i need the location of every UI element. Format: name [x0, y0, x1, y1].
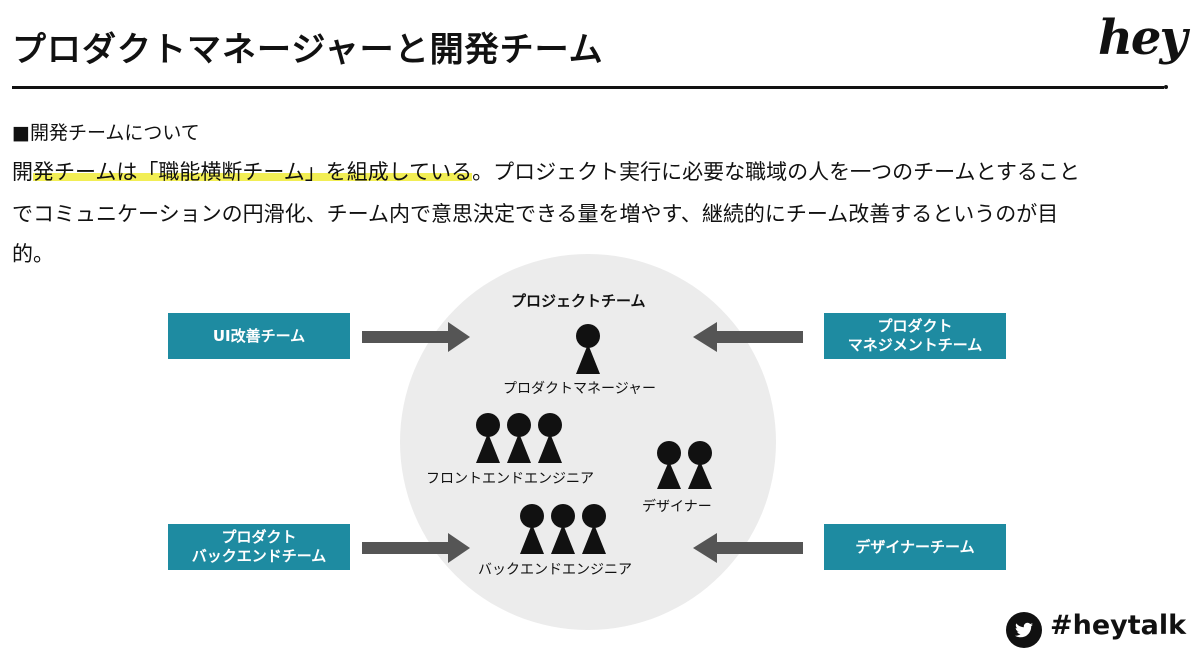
- pm-role-label: プロダクトマネージャー: [503, 381, 657, 397]
- backend-role-label: バックエンドエンジニア: [478, 562, 632, 578]
- slide-title: プロダクトマネージャーと開発チーム: [12, 30, 604, 70]
- designer-people-icon: [657, 441, 712, 489]
- frontend-people-icon: [476, 413, 562, 463]
- ui-team-label: UI改善チーム: [212, 326, 306, 345]
- pm-person-icon: [576, 324, 600, 374]
- frontend-role-label: フロントエンドエンジニア: [426, 471, 594, 487]
- arrow-right-icon: [362, 322, 470, 352]
- body-line-3: 的。: [12, 242, 54, 266]
- header-rule: [12, 86, 1164, 89]
- backend-team-label-line2: バックエンドチーム: [191, 547, 327, 565]
- pm-team-label-line2: マネジメントチーム: [847, 336, 983, 354]
- footer-hashtag: #heytalk: [1050, 610, 1187, 641]
- designer-team-label: デザイナーチーム: [855, 537, 975, 556]
- body-line-1: 開発チームは「職能横断チーム」を組成している。プロジェクト実行に必要な職域の人を…: [12, 156, 1080, 186]
- backend-people-icon: [520, 504, 606, 554]
- arrow-left-icon: [693, 322, 803, 352]
- pm-team-label-line1: プロダクト: [877, 317, 953, 335]
- designer-role-label: デザイナー: [642, 499, 712, 515]
- backend-team-label-line1: プロダクト: [221, 528, 297, 546]
- project-team-label: プロジェクトチーム: [511, 292, 646, 310]
- arrow-left-icon: [693, 533, 803, 563]
- arrow-right-icon: [362, 533, 470, 563]
- project-team-circle: [400, 254, 776, 630]
- body-line-1-highlight: 発チームは「職能横断チーム」を組成している: [33, 160, 473, 184]
- hey-logo: hey: [1098, 10, 1187, 66]
- product-backend-team-box: プロダクト バックエンドチーム: [168, 524, 350, 570]
- body-line-2: でコミュニケーションの円滑化、チーム内で意思決定できる量を増やす、継続的にチーム…: [12, 202, 1059, 226]
- header-rule-dot: [1164, 85, 1168, 89]
- body-line-1-pre: 開: [12, 160, 33, 184]
- body-line-1-post: 。プロジェクト実行に必要な職域の人を一つのチームとすること: [472, 160, 1080, 184]
- designer-team-box: デザイナーチーム: [824, 524, 1006, 570]
- section-heading: ■開発チームについて: [12, 122, 200, 144]
- twitter-bird-icon: [1006, 612, 1042, 648]
- product-management-team-box: プロダクト マネジメントチーム: [824, 313, 1006, 359]
- ui-improvement-team-box: UI改善チーム: [168, 313, 350, 359]
